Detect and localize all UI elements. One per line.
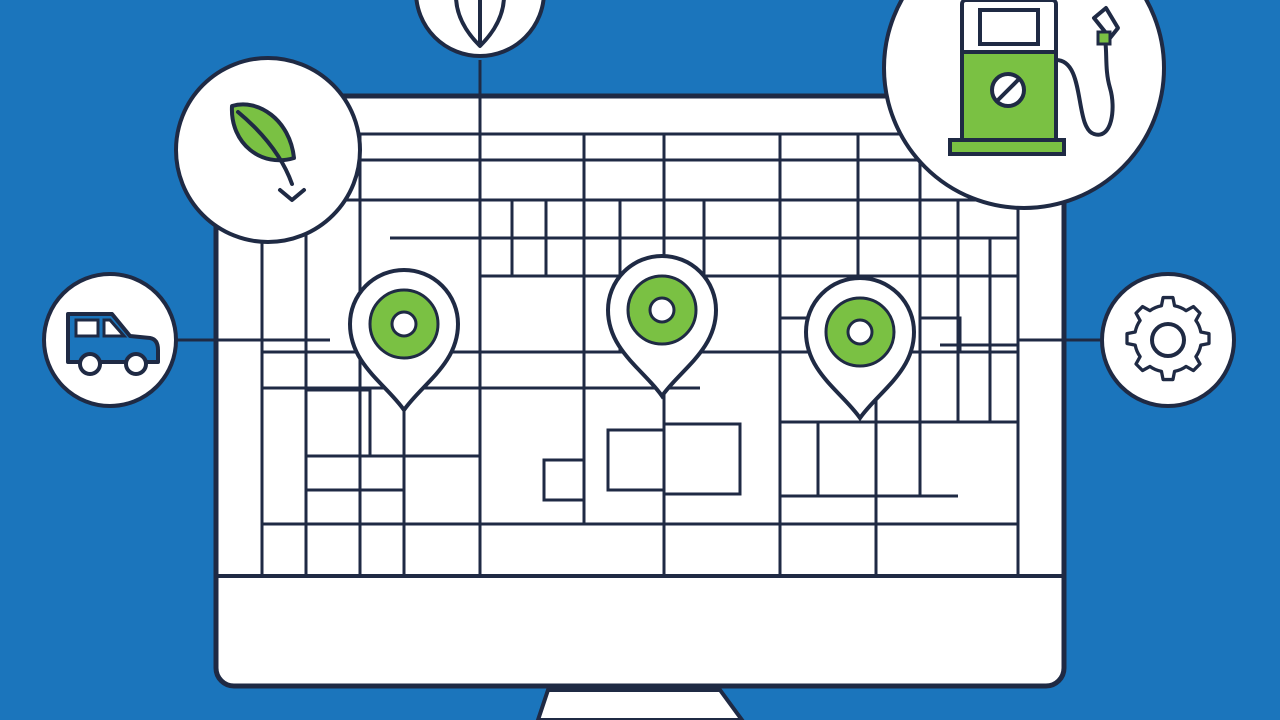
fuel-pump-badge[interactable] — [882, 0, 1166, 210]
gear-icon — [1125, 295, 1211, 382]
map-pin-icon[interactable] — [803, 276, 917, 422]
car-badge[interactable] — [42, 272, 178, 408]
leaf-badge[interactable] — [174, 56, 362, 244]
monitor-frame — [213, 93, 1067, 689]
leaf-outline-badge[interactable] — [414, 0, 546, 58]
map-pin-icon[interactable] — [347, 268, 461, 414]
leaf-icon — [229, 102, 306, 202]
gear-badge[interactable] — [1100, 272, 1236, 408]
fuel-pump-icon — [948, 0, 1120, 156]
monitor-stand — [535, 688, 745, 720]
car-icon — [66, 312, 160, 376]
connector-lines — [176, 60, 1104, 347]
leaf-outline-icon — [454, 0, 506, 48]
map-pin-icon[interactable] — [605, 254, 719, 400]
